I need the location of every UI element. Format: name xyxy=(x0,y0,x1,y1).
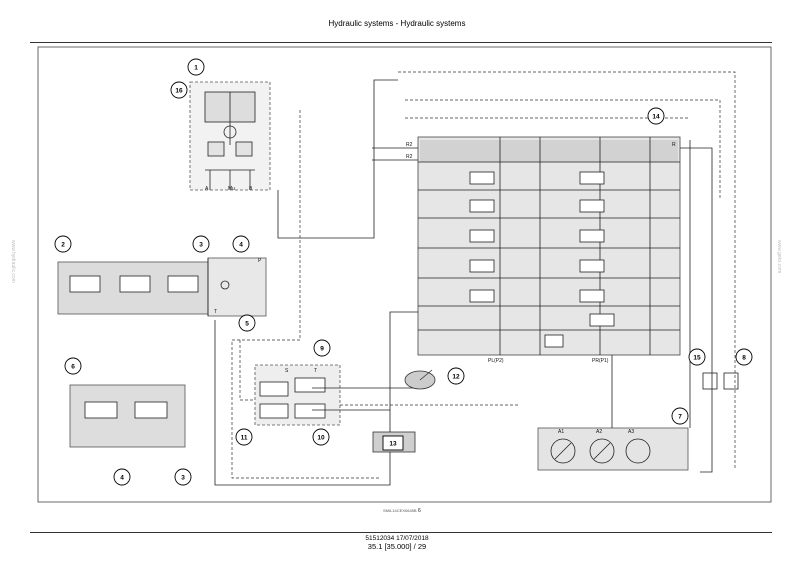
callout-6 xyxy=(64,357,82,375)
footer-doc-ref: 51512034 17/07/2018 xyxy=(365,535,429,542)
svg-text:B: B xyxy=(249,186,253,192)
valve-block-2 xyxy=(57,261,209,315)
footer-rule xyxy=(30,532,772,533)
svg-text:R: R xyxy=(672,142,676,148)
svg-text:6: 6 xyxy=(418,508,421,514)
callout-4b xyxy=(113,468,131,486)
svg-text:14: 14 xyxy=(652,114,660,121)
svg-text:PL(P2): PL(P2) xyxy=(488,358,504,364)
svg-text:PR(P1): PR(P1) xyxy=(592,358,609,364)
svg-text:SMIL14CEX0645B: SMIL14CEX0645B xyxy=(383,508,417,513)
valve-block-6 xyxy=(69,384,186,448)
callout-1 xyxy=(187,58,205,76)
callout-16 xyxy=(170,81,188,99)
svg-text:3: 3 xyxy=(181,475,185,482)
callout-13 xyxy=(382,435,404,451)
svg-text:10: 10 xyxy=(317,435,325,442)
callout-10 xyxy=(312,428,330,446)
svg-text:3: 3 xyxy=(199,242,203,249)
sensor-15 xyxy=(702,372,718,390)
callout-9 xyxy=(313,339,331,357)
callout-5 xyxy=(238,314,256,332)
valve-block-3-4 xyxy=(207,257,267,317)
callout-14 xyxy=(647,107,665,125)
svg-text:T: T xyxy=(314,368,317,374)
main-control-valve-14 xyxy=(417,136,681,356)
svg-text:7: 7 xyxy=(678,414,682,421)
svg-text:S: S xyxy=(285,368,289,374)
svg-text:6: 6 xyxy=(71,364,75,371)
pump-group-7 xyxy=(537,427,689,471)
svg-text:5: 5 xyxy=(245,321,249,328)
callout-11 xyxy=(235,428,253,446)
callout-3b xyxy=(174,468,192,486)
svg-text:P: P xyxy=(258,258,262,264)
drawing-frame xyxy=(37,46,772,503)
svg-text:A2: A2 xyxy=(596,429,602,435)
page-header-title: Hydraulic systems - Hydraulic systems xyxy=(328,19,466,28)
svg-text:4: 4 xyxy=(239,242,243,249)
callout-3 xyxy=(192,235,210,253)
callout-2 xyxy=(54,235,72,253)
callout-15 xyxy=(688,348,706,366)
svg-text:8: 8 xyxy=(742,355,746,362)
svg-text:4: 4 xyxy=(120,475,124,482)
sensor-8 xyxy=(723,372,739,390)
svg-text:15: 15 xyxy=(693,355,701,362)
svg-text:A: A xyxy=(205,186,209,192)
callout-12 xyxy=(447,367,465,385)
svg-text:12: 12 xyxy=(452,374,460,381)
callout-7 xyxy=(671,407,689,425)
svg-text:R2: R2 xyxy=(406,154,413,160)
svg-text:11: 11 xyxy=(241,435,248,442)
svg-text:2: 2 xyxy=(61,242,65,249)
footer-page-ref: 35.1 [35.000] / 29 xyxy=(367,542,427,551)
svg-text:R2: R2 xyxy=(406,142,413,148)
svg-text:9: 9 xyxy=(320,346,324,353)
svg-text:Mu: Mu xyxy=(228,186,235,192)
svg-text:16: 16 xyxy=(175,88,183,95)
svg-text:A3: A3 xyxy=(628,429,634,435)
svg-text:T: T xyxy=(214,309,217,315)
pump-unit-1 xyxy=(189,81,271,191)
svg-text:1: 1 xyxy=(194,65,198,72)
callout-4 xyxy=(232,235,250,253)
pilot-valve-block xyxy=(254,364,341,426)
watermark-left: www.hydraulic.com xyxy=(10,240,16,283)
svg-text:A1: A1 xyxy=(558,429,564,435)
watermark-right: www.gekx.com xyxy=(776,240,782,274)
header-rule xyxy=(30,42,772,43)
joystick-12 xyxy=(404,369,436,390)
callout-8 xyxy=(735,348,753,366)
svg-text:13: 13 xyxy=(389,441,397,448)
